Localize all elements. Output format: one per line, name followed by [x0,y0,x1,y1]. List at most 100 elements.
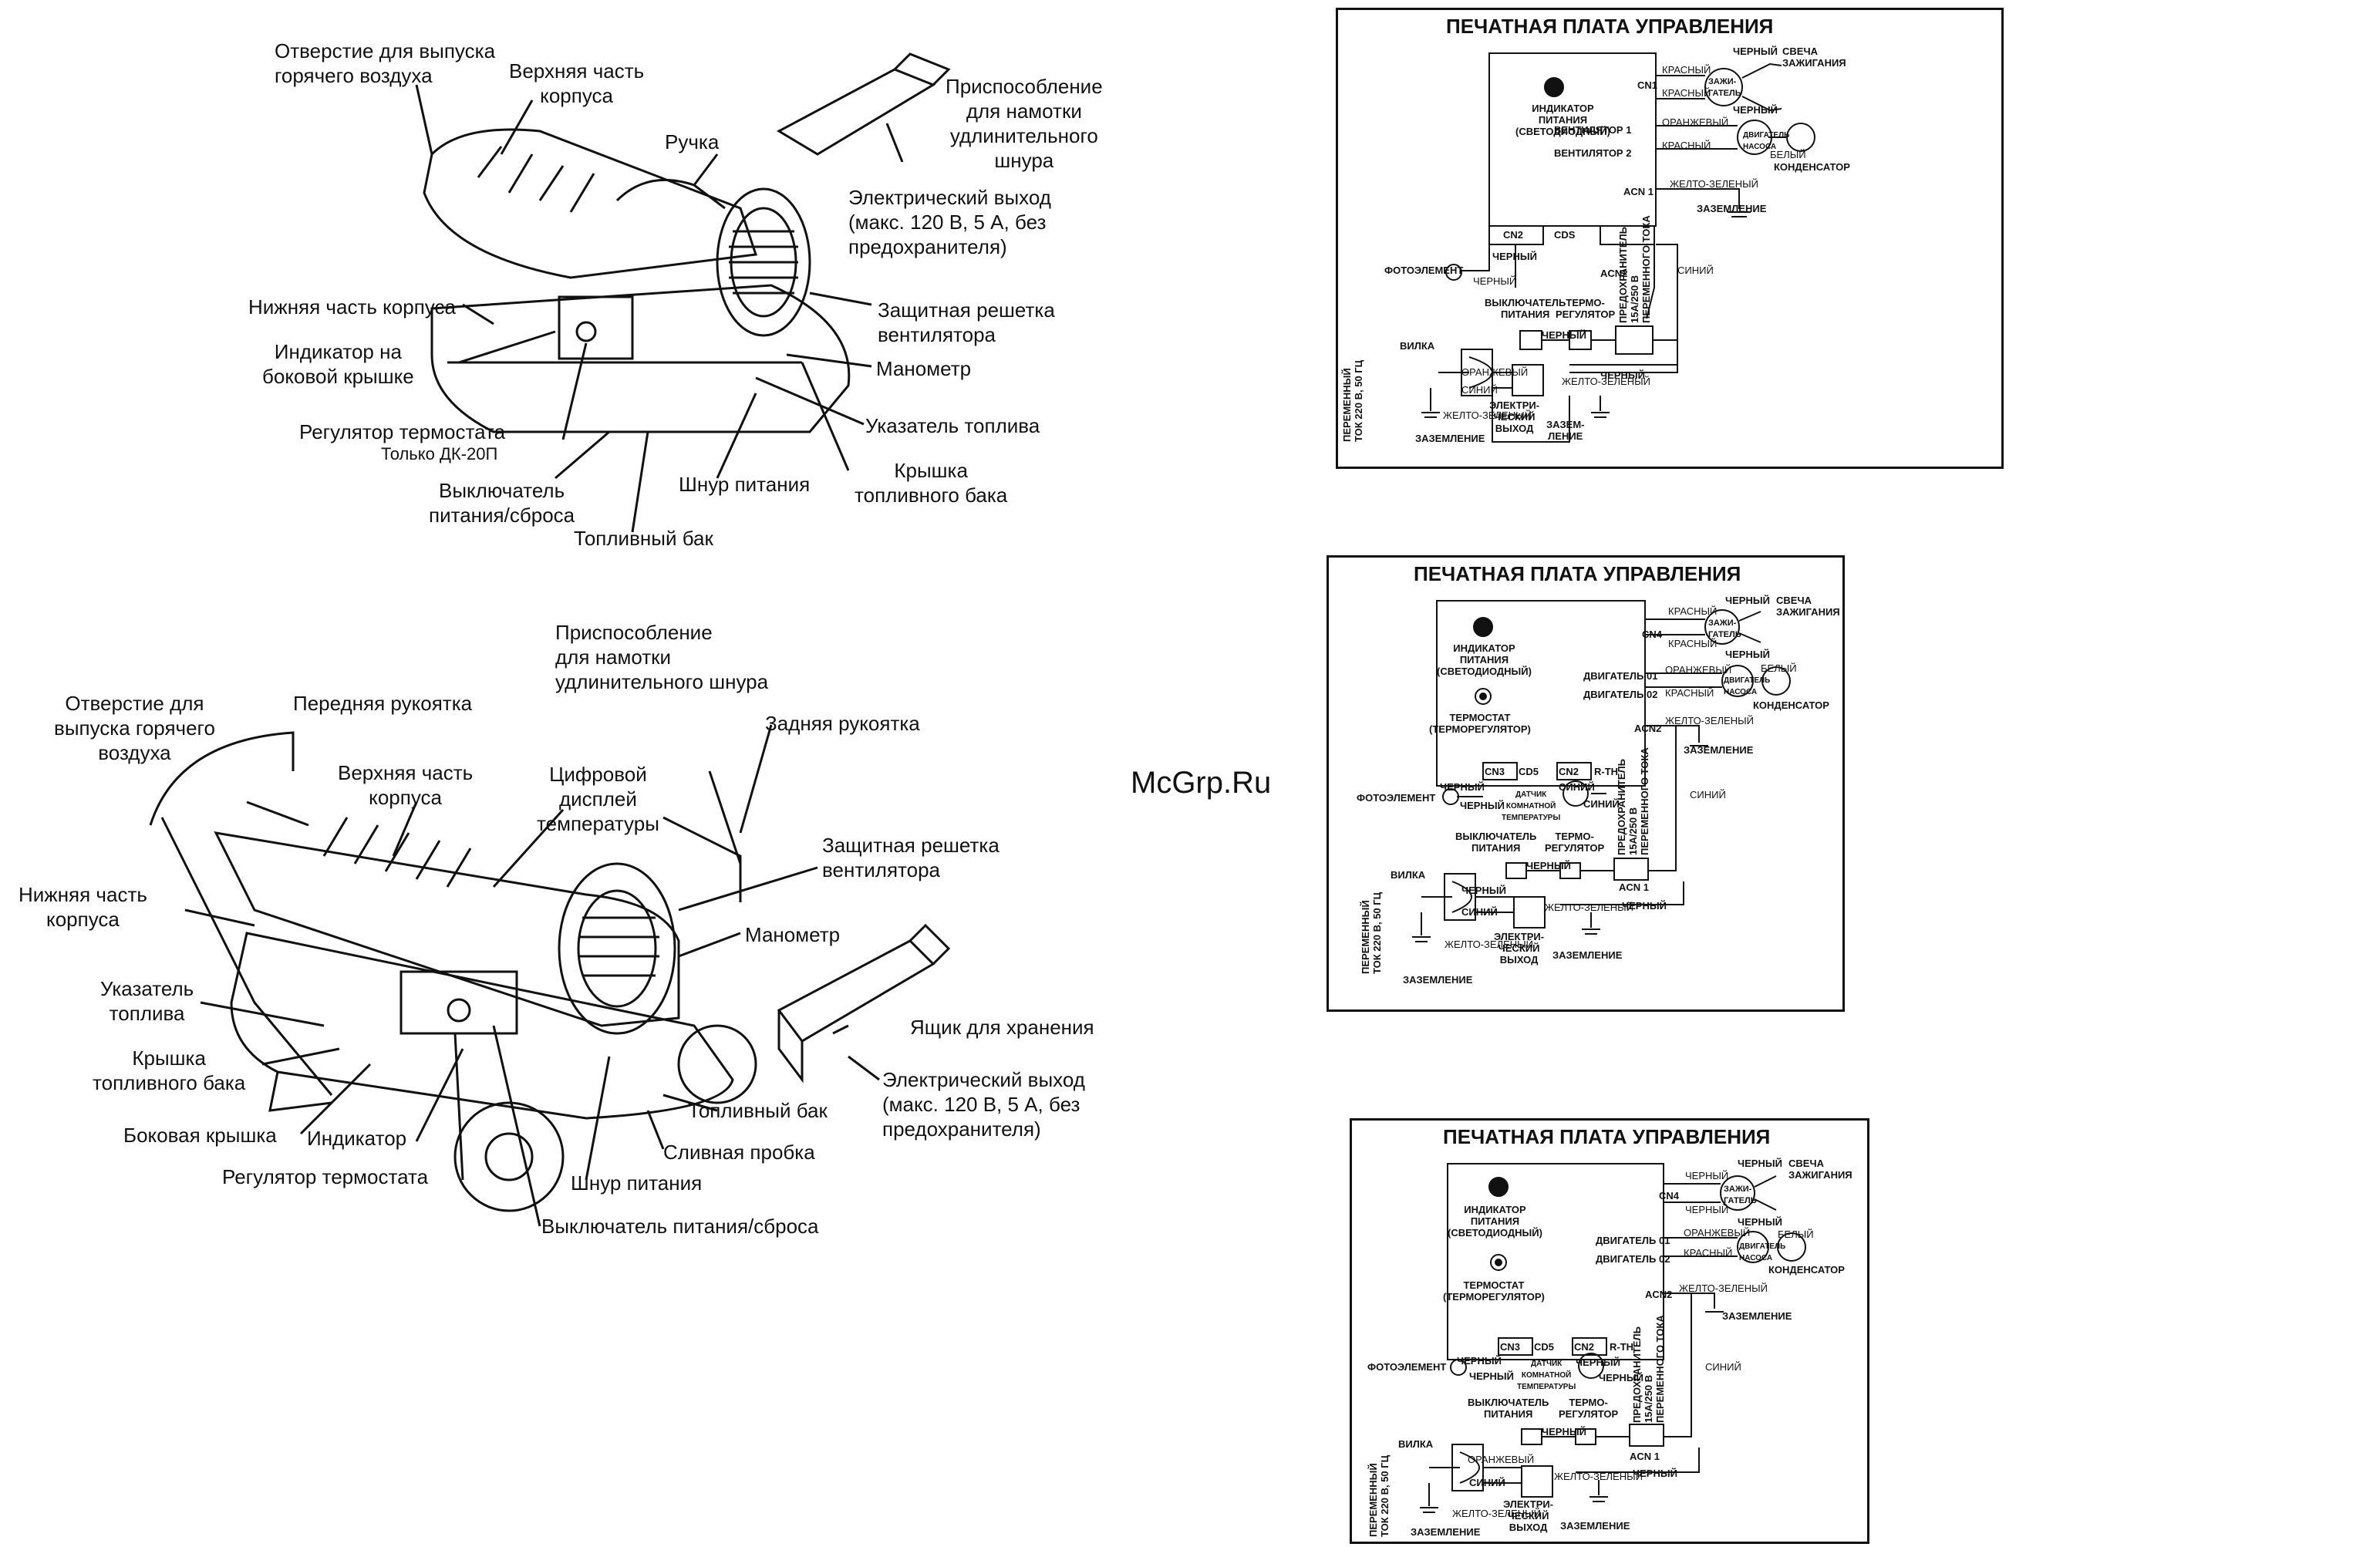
schematic-2-cn2: CN2 [1559,766,1579,777]
label-power-cord-2: Шнур питания [571,1171,703,1195]
schematic-3-blue-2: СИНИЙ [1469,1477,1505,1488]
schematic-3-thermostat: ТЕРМОСТАТ (ТЕРМОРЕГУЛЯТОР) [1443,1279,1545,1303]
schematic-3-cn3: CN3 [1500,1341,1521,1353]
schematic-3-thermo: ТЕРМО- РЕГУЛЯТОР [1559,1397,1619,1420]
schematic-2-blue-2: СИНИЙ [1461,906,1498,918]
label-fan-guard: Защитная решетка вентилятора [878,298,1055,346]
schematic-3-blue: СИНИЙ [1705,1361,1741,1373]
schematic-1-switch: ВЫКЛЮЧАТЕЛЬ ПИТАНИЯ [1485,297,1566,320]
schematic-1-ground-2: ЗАЗЕМЛЕНИЕ [1415,433,1485,444]
schematic-2-led: ИНДИКАТОР ПИТАНИЯ (СВЕТОДИОДНЫЙ) [1437,642,1532,677]
label-power-switch-2: Выключатель питания/сброса [541,1215,819,1238]
schematic-3-ground: ЗАЗЕМЛЕНИЕ [1722,1310,1792,1322]
schematic-1-yg-2: ЖЕЛТО-ЗЕЛЕНЫЙ [1443,410,1532,421]
schematic-2-plug: ВИЛКА [1391,869,1426,881]
schematic-3-black-cds-2: ЧЕРНЫЙ [1469,1370,1514,1382]
schematic-3-acn-top: ACN2 [1645,1289,1673,1300]
schematic-2-ground-3: ЗАЗЕМЛЕНИЕ [1403,974,1473,986]
schematic-3-led: ИНДИКАТОР ПИТАНИЯ (СВЕТОДИОДНЫЙ) [1448,1204,1542,1239]
watermark: McGrp.Ru [1131,766,1272,800]
schematic-2-black-2: ЧЕРНЫЙ [1725,649,1770,660]
label-gauge: Манометр [876,357,972,380]
schematic-1-el-outlet: ЭЛЕКТРИ- ЧЕСКИЙ ВЫХОД [1489,399,1540,434]
schematic-2-rth: R-TH [1594,766,1619,777]
schematic-3-el-outlet: ЭЛЕКТРИ- ЧЕСКИЙ ВЫХОД [1503,1498,1554,1533]
schematic-2-fuse: ПРЕДОХРАНИТЕЛЬ 15А/250 В ПЕРЕМЕННОГО ТОК… [1616,747,1650,855]
schematic-wiring-3 [1420,1163,1806,1513]
schematic-2-red-1: КРАСНЫЙ [1668,605,1718,617]
label-hot-air-outlet-2: Отверстие для выпуска горячего воздуха [54,692,215,764]
schematic-3-black-2: ЧЕРНЫЙ [1685,1204,1729,1215]
schematic-1-photocell: ФОТОЭЛЕМЕНТ [1384,265,1464,276]
schematic-3-cn-top: CN4 [1659,1190,1680,1202]
schematic-1-acn-bottom: ACN2 [1600,268,1628,279]
schematic-1-igniter: ЗАЖИ- ГАТЕЛЬ [1708,77,1741,98]
schematic-2-thermostat: ТЕРМОСТАТ (ТЕРМОРЕГУЛЯТОР) [1429,712,1531,735]
schematic-2-orange: ОРАНЖЕВЫЙ [1665,664,1732,676]
schematic-1-motor1: ВЕНТИЛЯТОР 1 [1554,124,1632,136]
schematic-1-acn-top: ACN 1 [1623,186,1654,197]
label-fan-guard-2: Защитная решетка вентилятора [822,834,1000,881]
label-gauge-2: Манометр [745,923,841,946]
schematic-2-motor2: ДВИГАТЕЛЬ 02 [1583,689,1658,700]
label-cord-wrap-2: Приспособление для намотки удлинительног… [555,621,769,693]
label-rear-handle: Задняя рукоятка [765,712,920,735]
schematic-1-motor2: ВЕНТИЛЯТОР 2 [1554,147,1632,159]
schematic-2-thermo: ТЕРМО- РЕГУЛЯТОР [1545,831,1605,854]
schematic-1-orange-2: ОРАНЖЕВЫЙ [1461,366,1529,378]
schematic-2-blue-sensor: СИНИЙ [1559,781,1595,793]
schematic-3-black-sensor: ЧЕРНЫЙ [1576,1357,1620,1368]
schematic-1-yg-1: ЖЕЛТО-ЗЕЛЕНЫЙ [1670,178,1758,190]
schematic-2-cd5: CD5 [1519,766,1539,777]
schematic-1-ground: ЗАЗЕМЛЕНИЕ [1697,203,1767,214]
schematic-3-black-1: ЧЕРНЫЙ [1685,1170,1729,1181]
label-power-cord: Шнур питания [679,473,811,496]
schematic-2-cn3: CN3 [1485,766,1505,777]
schematic-3-motor1: ДВИГАТЕЛЬ 01 [1596,1235,1670,1246]
schematic-1-fuse: ПРЕДОХРАНИТЕЛЬ 15А/250 В ПЕРЕМЕННОГО ТОК… [1617,215,1652,323]
schematic-1-thermo: ТЕРМО- РЕГУЛЯТОР [1556,297,1616,320]
schematic-2-ground-2: ЗАЗЕМЛЕНИЕ [1552,949,1623,961]
label-side-indicator: Индикатор на боковой крышке [262,340,414,388]
label-thermostat-2: Регулятор термостата [222,1165,429,1188]
schematic-3-pump: ДВИГАТЕЛЬ НАСОСА [1739,1242,1786,1262]
schematic-2-acn-top: ACN2 [1634,723,1662,734]
label-fuel-tank: Топливный бак [574,527,713,550]
schematic-1-orange: ОРАНЖЕВЫЙ [1662,116,1729,128]
schematic-2-ac: ПЕРЕМЕННЫЙ ТОК 220 В, 50 ГЦ [1360,891,1383,974]
schematic-2-blue-sensor-2: СИНИЙ [1583,798,1620,810]
schematic-1-red-1: КРАСНЫЙ [1662,64,1711,76]
schematic-1-cn-top: CN1 [1637,79,1658,91]
schematic-2-yg-2: ЖЕЛТО-ЗЕЛЕНЫЙ [1545,902,1633,913]
schematic-2-black-cds-2: ЧЕРНЫЙ [1460,800,1505,811]
schematic-3-fuse: ПРЕДОХРАНИТЕЛЬ 15А/250 В ПЕРЕМЕННОГО ТОК… [1631,1315,1666,1423]
label-upper-housing: Верхняя часть корпуса [509,59,645,107]
schematic-2-black-top: ЧЕРНЫЙ [1725,595,1770,606]
schematic-3-black-top: ЧЕРНЫЙ [1738,1158,1782,1169]
schematic-3-white: БЕЛЫЙ [1778,1228,1814,1240]
schematic-1-pump: ДВИГАТЕЛЬ НАСОСА [1743,131,1790,151]
schematic-3-photocell: ФОТОЭЛЕМЕНТ [1367,1361,1447,1373]
label-side-cover: Боковая крышка [123,1124,277,1147]
schematic-3-yg-1: ЖЕЛТО-ЗЕЛЕНЫЙ [1679,1282,1768,1294]
label-upper-housing-2: Верхняя часть корпуса [338,761,474,809]
schematic-2-yg-3: ЖЕЛТО-ЗЕЛЕНЫЙ [1445,939,1533,950]
schematic-1-grounding: ЗАЗЕМ- ЛЕНИЕ [1546,419,1585,442]
schematic-2-black-4: ЧЕРНЫЙ [1622,900,1667,912]
label-lower-housing-2: Нижняя часть корпуса [19,883,147,931]
schematic-panel-2: ПЕЧАТНАЯ ПЛАТА УПРАВЛЕНИЯ ИНДИКАТОР ПИТА… [1327,555,1845,1012]
schematic-3-motor2: ДВИГАТЕЛЬ 02 [1596,1253,1670,1265]
schematic-2-white: БЕЛЫЙ [1761,662,1797,674]
schematic-1-blue-2: СИНИЙ [1461,384,1498,396]
schematic-2-pump: ДВИГАТЕЛЬ НАСОСА [1724,676,1771,696]
schematic-2-spark-plug: СВЕЧА ЗАЖИГАНИЯ [1776,595,1840,618]
schematic-2-igniter: ЗАЖИ- ГАТЕЛЬ [1708,618,1741,639]
label-hot-air-outlet: Отверстие для выпуска горячего воздуха [275,39,496,87]
schematic-1-plug: ВИЛКА [1400,340,1435,352]
label-fuel-tank-2: Топливный бак [688,1099,828,1122]
schematic-1-black-cds: ЧЕРНЫЙ [1492,251,1537,262]
schematic-3-acn-bottom: ACN 1 [1630,1451,1660,1462]
label-indicator: Индикатор [307,1127,407,1150]
schematic-3-orange-2: ОРАНЖЕВЫЙ [1468,1454,1535,1465]
